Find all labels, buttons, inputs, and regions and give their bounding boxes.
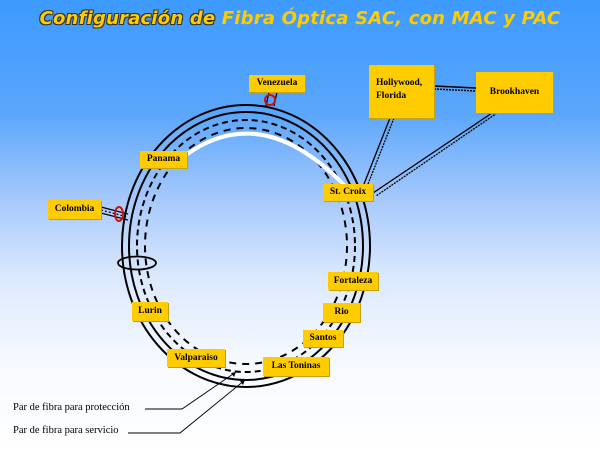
arrowhead-protection <box>231 372 236 377</box>
ring-outer-line <box>121 104 371 388</box>
node-lurin-label: Lurin <box>138 306 162 316</box>
legend-service-pair: Par de fibra para servicio <box>13 425 119 436</box>
title-part-fibra: Fibra Óptica SAC, con MAC y PAC <box>221 8 561 29</box>
node-fortaleza-label: Fortaleza <box>333 275 373 286</box>
node-venezuela: Venezuela <box>249 75 305 92</box>
title-part-configuracion: Configuración de <box>39 8 216 29</box>
ring-cut-marker <box>117 255 157 271</box>
node-hollywood-label-line1: Hollywood, <box>376 78 423 88</box>
node-brookhaven: Brookhaven <box>476 72 553 113</box>
ring-inner-dashed-line <box>144 127 348 365</box>
ring-protection-dashed-line <box>136 119 356 373</box>
node-panama: Panama <box>140 151 187 168</box>
link-hollywood-stcroix-a <box>363 117 391 185</box>
link-hollywood-stcroix-b <box>367 117 395 185</box>
node-fortaleza: Fortaleza <box>328 272 378 290</box>
node-st-croix-label: St. Croix <box>329 187 367 197</box>
node-rio-label: Rio <box>334 307 349 317</box>
node-hollywood-florida: Hollywood, Florida <box>369 65 434 118</box>
link-brookhaven-stcroix-a <box>372 112 493 194</box>
node-santos-label: Santos <box>309 333 337 343</box>
node-santos: Santos <box>303 330 343 347</box>
node-rio: Rio <box>323 303 360 322</box>
colombia-marker <box>114 206 124 222</box>
node-st-croix: St. Croix <box>323 184 373 201</box>
node-brookhaven-label: Brookhaven <box>489 87 540 97</box>
node-valparaiso: Valparaiso <box>167 349 225 367</box>
node-colombia-label: Colombia <box>54 204 95 214</box>
node-hollywood-label-line2: Florida <box>376 91 407 101</box>
ring-white-segment <box>184 131 347 188</box>
arrowhead-service <box>240 380 245 385</box>
node-las-toninas-label: Las Toninas <box>271 361 321 371</box>
legend-pointer-protection <box>145 371 237 410</box>
node-valparaiso-label: Valparaiso <box>174 352 218 363</box>
page-title: Configuración de Fibra Óptica SAC, con M… <box>0 8 600 29</box>
link-hollywood-brookhaven-a <box>433 85 477 89</box>
link-brookhaven-stcroix-b <box>375 112 498 197</box>
node-lurin: Lurin <box>132 302 168 321</box>
venezuela-marker <box>264 94 276 106</box>
node-colombia: Colombia <box>48 200 101 219</box>
ring-second-line <box>128 111 364 381</box>
node-las-toninas: Las Toninas <box>263 357 329 376</box>
node-panama-label: Panama <box>146 154 181 164</box>
legend-protection-pair: Par de fibra para protección <box>13 402 130 413</box>
node-venezuela-label: Venezuela <box>256 78 298 88</box>
legend-pointer-service <box>128 379 246 434</box>
link-hollywood-brookhaven-b <box>433 88 477 92</box>
